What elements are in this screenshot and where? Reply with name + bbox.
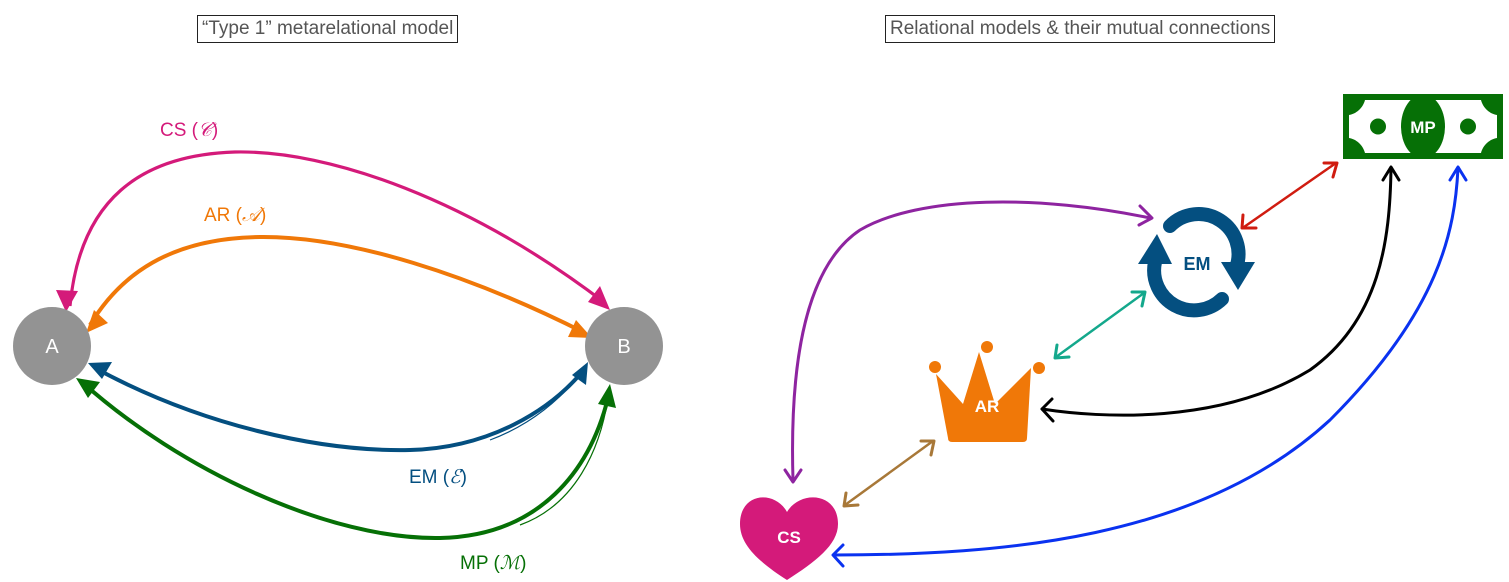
connection-em-mp-arrow-em xyxy=(1240,213,1258,230)
connection-cs-ar-arrow-cs xyxy=(842,491,860,508)
edge-cs-label: CS (𝒞) xyxy=(160,119,218,141)
edge-cs-thin xyxy=(69,151,236,307)
edge-cs-arrowhead-a xyxy=(56,290,78,312)
left-diagram: A B CS (𝒞) AR (𝒜) EM (ℰ) MP (ℳ) xyxy=(13,119,663,574)
edge-ar-arrowhead-b xyxy=(568,320,592,338)
edge-em-thin xyxy=(489,371,583,441)
edge-ar-thin xyxy=(89,236,261,326)
connection-em-mp-arrow-mp xyxy=(1322,161,1339,179)
edge-mp xyxy=(80,380,610,541)
edge-cs xyxy=(68,150,606,307)
edge-em-arrowhead-b xyxy=(572,362,588,385)
node-em-label: EM xyxy=(1184,254,1211,274)
right-diagram: MP EM AR CS xyxy=(740,94,1503,580)
cycle-arrows-icon: EM xyxy=(1138,207,1255,318)
heart-icon: CS xyxy=(740,497,838,580)
connection-cs-mp xyxy=(832,166,1460,557)
edge-mp-thin xyxy=(519,397,609,526)
left-panel-title: “Type 1” metarelational model xyxy=(197,15,459,43)
connection-ar-em-arrow-em xyxy=(1130,290,1147,308)
connection-cs-mp-arrow-cs xyxy=(831,543,845,568)
connection-ar-em xyxy=(1054,291,1146,359)
connection-ar-mp-arrow-mp xyxy=(1381,165,1401,182)
edge-cs-arrowhead-b xyxy=(588,286,610,310)
connection-cs-ar xyxy=(843,439,935,507)
node-b: B xyxy=(585,307,663,385)
node-cs-label: CS xyxy=(777,528,801,547)
connection-cs-em-arrow-cs xyxy=(783,468,803,484)
connection-ar-mp xyxy=(1040,166,1393,417)
connection-ar-em-arrow-ar xyxy=(1053,343,1071,360)
connection-cs-em-arrow-em xyxy=(1137,204,1154,227)
edge-mp-arrowhead-a xyxy=(76,378,100,398)
edge-ar-label: AR (𝒜) xyxy=(204,204,266,226)
edge-ar xyxy=(88,234,586,335)
node-a-label: A xyxy=(45,336,59,358)
banknote-icon: MP xyxy=(1343,94,1503,159)
edge-mp-arrowhead-b xyxy=(598,384,616,408)
node-b-label: B xyxy=(617,336,630,358)
edge-em-label: EM (ℰ) xyxy=(409,466,467,488)
node-mp-label: MP xyxy=(1410,118,1436,137)
connection-cs-mp-arrow-mp xyxy=(1448,165,1468,182)
node-ar-label: AR xyxy=(975,397,1000,416)
connection-cs-em xyxy=(791,200,1152,482)
edge-em-arrowhead-a xyxy=(88,362,112,379)
crown-icon: AR xyxy=(929,341,1045,442)
right-panel-title: Relational models & their mutual connect… xyxy=(885,15,1276,43)
node-a: A xyxy=(13,307,91,385)
connection-ar-mp-arrow-ar xyxy=(1040,397,1055,423)
connection-cs-ar-arrow-ar xyxy=(919,439,936,457)
edge-mp-label: MP (ℳ) xyxy=(460,552,526,574)
connection-em-mp xyxy=(1242,161,1338,229)
edge-em xyxy=(94,366,584,453)
edge-ar-arrowhead-a xyxy=(86,310,108,333)
